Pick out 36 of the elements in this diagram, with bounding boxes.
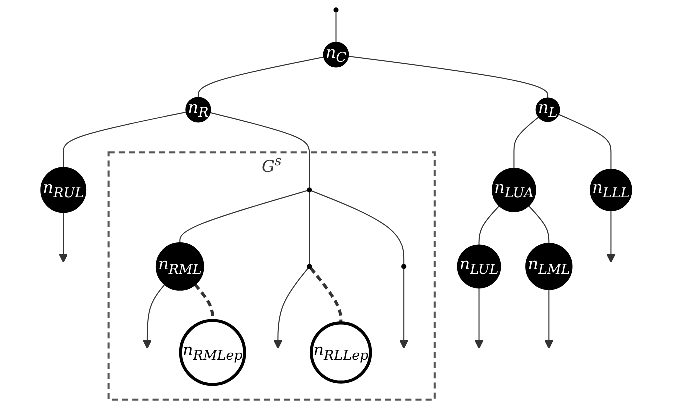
node-circle bbox=[492, 168, 536, 212]
node-circle bbox=[307, 264, 312, 270]
connector bbox=[309, 192, 310, 265]
node-circle bbox=[536, 98, 560, 122]
node-circle bbox=[186, 97, 212, 123]
node-circle bbox=[179, 319, 246, 386]
connector bbox=[180, 190, 308, 244]
connector bbox=[310, 267, 343, 324]
arrow bbox=[606, 210, 616, 264]
node-circle bbox=[40, 167, 87, 214]
connector bbox=[348, 56, 549, 98]
node-circle bbox=[402, 264, 407, 270]
connector bbox=[514, 116, 540, 169]
node-circle bbox=[526, 243, 573, 290]
connector bbox=[63, 112, 186, 168]
arrow bbox=[59, 212, 68, 264]
arrow bbox=[143, 284, 166, 350]
arrow bbox=[274, 268, 309, 350]
connector bbox=[478, 206, 500, 246]
arrow bbox=[544, 290, 554, 350]
node-circle bbox=[323, 42, 350, 68]
node-circle bbox=[307, 188, 312, 193]
node-circle bbox=[310, 322, 372, 384]
node-circle bbox=[457, 244, 502, 289]
node-circle bbox=[590, 169, 632, 212]
cluster bbox=[108, 152, 436, 401]
connector bbox=[558, 114, 612, 170]
connector bbox=[528, 206, 550, 244]
node-circle bbox=[156, 242, 204, 291]
connector bbox=[311, 190, 405, 265]
node-circle bbox=[334, 8, 339, 13]
arrow bbox=[474, 288, 484, 350]
connector bbox=[210, 112, 310, 188]
arrow bbox=[400, 268, 409, 350]
connector bbox=[198, 56, 324, 98]
connector bbox=[336, 12, 337, 42]
